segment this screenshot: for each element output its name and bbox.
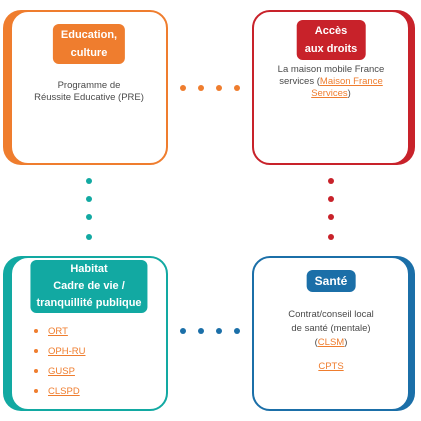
bullet-icon (34, 389, 38, 394)
connector-dot-top-1 (180, 85, 186, 91)
list-item: CLSPD (34, 382, 85, 402)
education-text-line1: Programme de (57, 80, 121, 91)
connector-dot-left-1 (86, 178, 92, 184)
bullet-icon (34, 329, 38, 334)
connector-dot-top-4 (234, 85, 240, 91)
education-title-line2: culture (70, 47, 108, 59)
sante-text-line3: (CLSM) (260, 336, 402, 350)
habitat-title-line1: Habitat (70, 263, 108, 275)
connector-dot-right-1 (328, 178, 334, 184)
connector-dot-bottom-3 (216, 328, 222, 334)
maison-france-services-link-cont[interactable]: Services (311, 88, 348, 99)
sante-text-line3-pre: ( (314, 337, 318, 348)
sante-text-line1: Contrat/conseil local (288, 309, 374, 320)
habitat-link-list: ORT OPH-RU GUSP CLSPD (34, 322, 85, 402)
connector-dot-right-3 (328, 214, 334, 220)
acces-description: La maison mobile France services (Maison… (260, 64, 402, 100)
clspd-link[interactable]: CLSPD (48, 386, 80, 397)
list-item: ORT (34, 322, 85, 342)
bullet-icon (34, 349, 38, 354)
acces-aux-droits-card: Accès aux droits La maison mobile France… (252, 10, 410, 165)
connector-dot-left-4 (86, 234, 92, 240)
sante-text-line3-post: ) (344, 337, 348, 348)
habitat-title-line2: Cadre de vie / (53, 280, 125, 292)
clsm-link[interactable]: CLSM (317, 337, 345, 348)
spacer (260, 350, 402, 360)
list-item: GUSP (34, 362, 85, 382)
connector-dot-bottom-4 (234, 328, 240, 334)
connector-dot-right-2 (328, 196, 334, 202)
education-culture-card: Education, culture Programme de Réussite… (10, 10, 168, 165)
connector-dot-bottom-2 (198, 328, 204, 334)
cpts-link[interactable]: CPTS (318, 361, 344, 372)
ort-link[interactable]: ORT (48, 326, 68, 337)
sante-description: Contrat/conseil local de santé (mentale)… (260, 308, 402, 374)
acces-text-line3: Services) (260, 88, 402, 100)
connector-dot-top-3 (216, 85, 222, 91)
sante-badge: Santé (306, 270, 356, 292)
sante-text-line4: CPTS (260, 360, 402, 374)
education-description: Programme de Réussite Educative (PRE) (18, 80, 160, 104)
habitat-card: Habitat Cadre de vie / tranquillité publ… (10, 256, 168, 411)
acces-text-line3-post: ) (347, 88, 351, 99)
acces-text-line2: services (Maison France (260, 76, 402, 88)
gusp-link[interactable]: GUSP (48, 366, 75, 377)
habitat-badge: Habitat Cadre de vie / tranquillité publ… (30, 260, 148, 313)
education-text-line2: Réussite Educative (PRE) (34, 92, 144, 103)
connector-dot-left-2 (86, 196, 92, 202)
sante-text-line2: de santé (mentale) (291, 323, 371, 334)
acces-text-line1: La maison mobile France (277, 64, 385, 75)
oph-ru-link[interactable]: OPH-RU (48, 346, 86, 357)
education-culture-badge: Education, culture (52, 24, 126, 64)
habitat-title-line3: tranquillité publique (36, 297, 142, 309)
acces-text-line2-pre: services ( (279, 76, 320, 87)
acces-title-line1: Accès (314, 25, 348, 37)
sante-card: Santé Contrat/conseil local de santé (me… (252, 256, 410, 411)
connector-dot-top-2 (198, 85, 204, 91)
acces-title-line2: aux droits (304, 43, 358, 55)
connector-dot-left-3 (86, 214, 92, 220)
acces-aux-droits-badge: Accès aux droits (296, 20, 366, 60)
list-item: OPH-RU (34, 342, 85, 362)
connector-dot-bottom-1 (180, 328, 186, 334)
connector-dot-right-4 (328, 234, 334, 240)
education-title-line1: Education, (60, 29, 118, 41)
maison-france-services-link[interactable]: Maison France (319, 76, 383, 87)
bullet-icon (34, 369, 38, 374)
